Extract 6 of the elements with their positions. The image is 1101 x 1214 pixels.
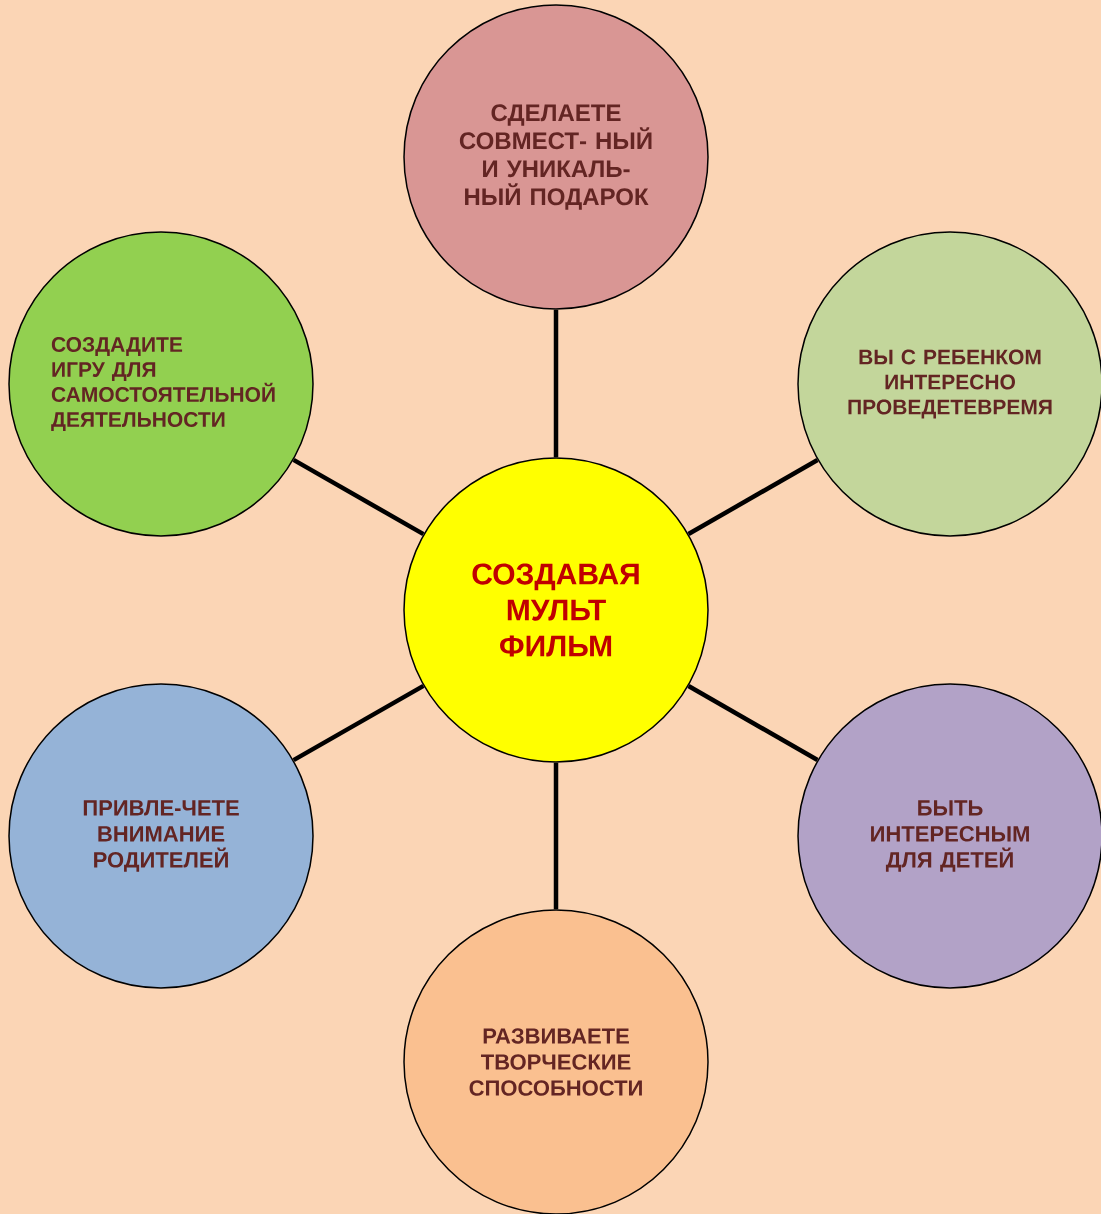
connector-line [687,684,819,762]
connector-line [553,309,559,458]
connector-line [687,458,819,536]
connector-line [553,762,559,910]
connector-line [292,457,425,537]
connector-line [292,683,425,763]
